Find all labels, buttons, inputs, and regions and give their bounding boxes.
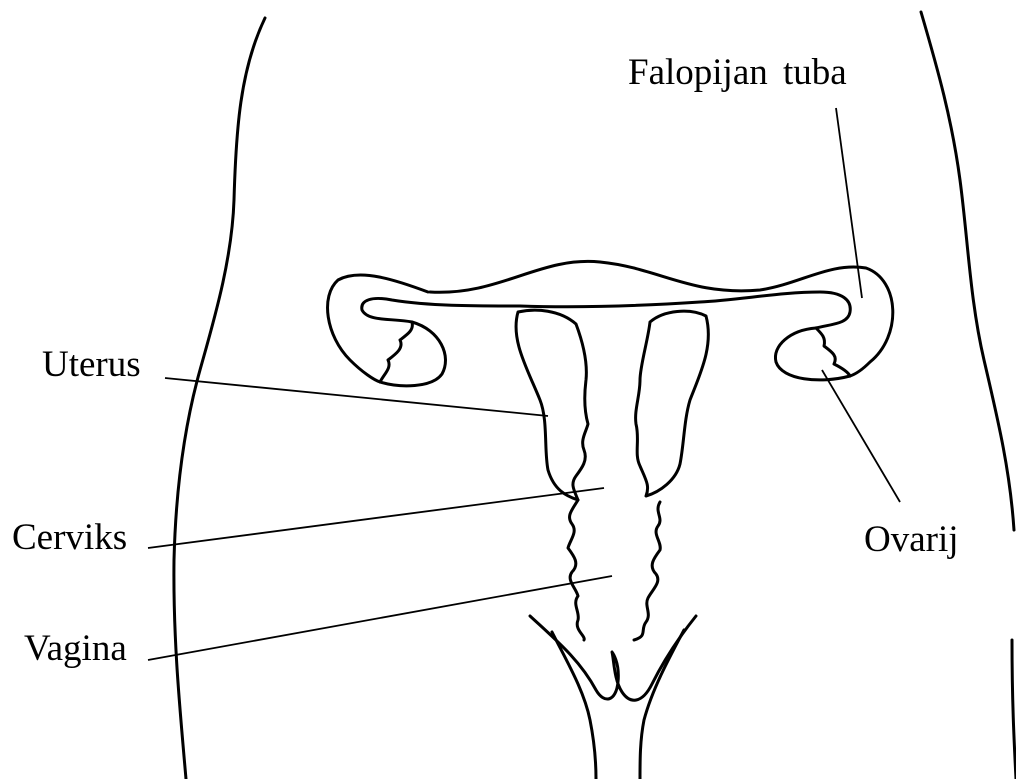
thigh-line-right [640,630,684,779]
cervix-vagina-right-wall [634,502,660,640]
ovary-right [775,328,850,380]
label-ovary: Ovarij [864,521,959,558]
ovary-left [380,322,445,386]
uterus-left-chamber [516,310,588,500]
fallopian-tubes-outer-right [430,261,893,376]
leader-ovary [822,370,900,502]
label-uterus: Uterus [42,346,141,383]
uterus-right-chamber [636,311,709,496]
body-outline-left [174,18,265,779]
body-outline-right-lower [1012,640,1016,779]
leader-cervix [148,488,604,548]
thigh-line-left [552,632,596,779]
leader-vagina [148,576,612,660]
body-outline-right [921,12,1014,530]
leader-uterus [165,378,548,416]
label-fallopian-tube: Falopijan tuba [628,54,847,91]
cervix-vagina-left-wall [568,500,584,640]
vulva-outline [530,616,696,700]
fallopian-tube-right-end [816,328,850,376]
label-vagina: Vagina [24,630,127,667]
label-cervix: Cerviks [12,519,127,556]
